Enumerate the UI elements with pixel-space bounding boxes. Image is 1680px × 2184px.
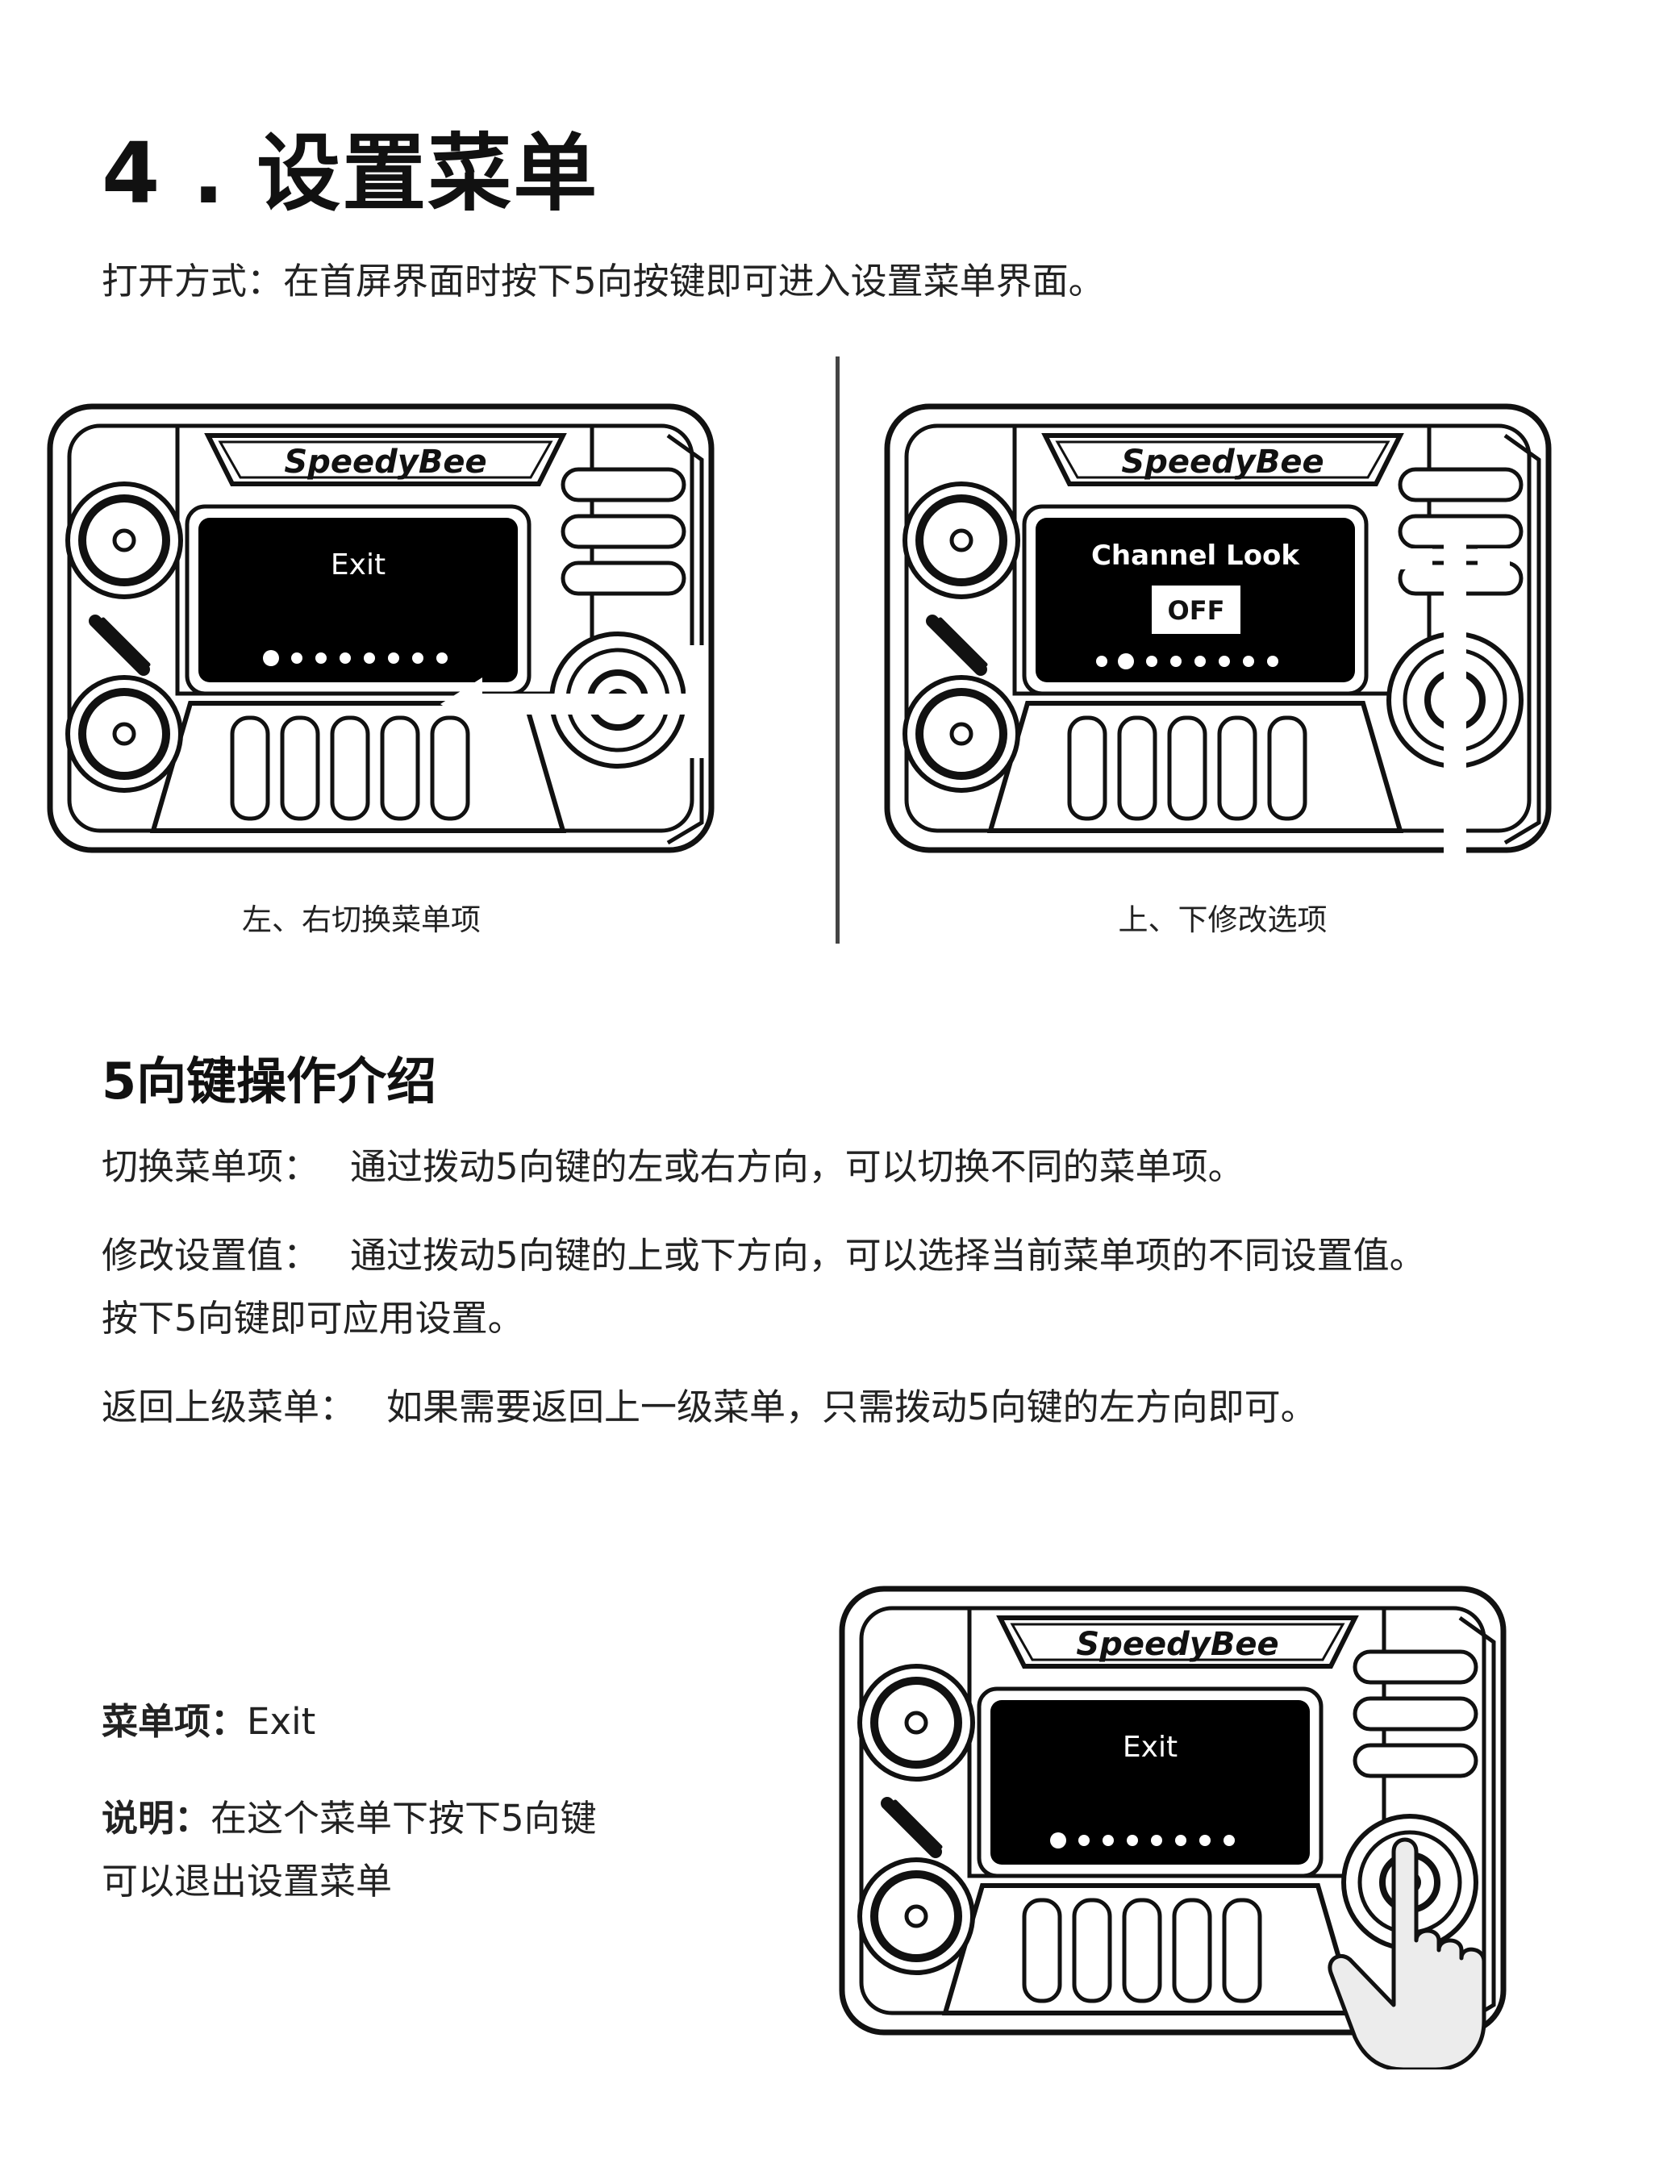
intro-text: 打开方式：在首屏界面时按下5向按键即可进入设置菜单界面。 bbox=[102, 260, 1105, 302]
screen-label: Exit bbox=[331, 548, 386, 581]
divider bbox=[836, 356, 840, 944]
menu-dots bbox=[1050, 1832, 1235, 1848]
screen-label: Channel Look bbox=[1091, 540, 1300, 572]
description-text: 在这个菜单下按下5向键 bbox=[211, 1797, 597, 1840]
caption-right: 上、下修改选项 bbox=[1118, 902, 1328, 937]
value-box bbox=[1152, 586, 1240, 634]
brand-logo: SpeedyBee bbox=[284, 444, 486, 481]
description-label: 说明： bbox=[102, 1797, 211, 1840]
description-line-2: 可以退出设置菜单 bbox=[102, 1860, 393, 1903]
description-line-1: 说明：在这个菜单下按下5向键 bbox=[102, 1787, 597, 1850]
instruction-apply: 按下5向键即可应用设置。 bbox=[102, 1297, 524, 1340]
instruction-switch-item: 切换菜单项： 通过拨动5向键的左或右方向，可以切换不同的菜单项。 bbox=[102, 1136, 1244, 1198]
device-illustration-right: SpeedyBee Channel Look OFF bbox=[884, 403, 1561, 863]
instruction-text: 如果需要返回上一级菜单，只需拨动5向键的左方向即可。 bbox=[386, 1386, 1317, 1428]
screen-value: OFF bbox=[1168, 595, 1225, 626]
menu-item-label: 菜单项： bbox=[102, 1700, 248, 1743]
instruction-label: 切换菜单项： bbox=[102, 1145, 320, 1188]
brand-logo: SpeedyBee bbox=[1121, 444, 1324, 481]
left-right-arrow-icon bbox=[440, 645, 708, 758]
section-title: 4 . 设置菜单 bbox=[102, 124, 599, 223]
device-illustration-left: SpeedyBee Exit bbox=[47, 403, 724, 863]
device-illustration-bottom: SpeedyBee Exit bbox=[839, 1586, 1516, 2069]
instruction-back: 返回上级菜单： 如果需要返回上一级菜单，只需拨动5向键的左方向即可。 bbox=[102, 1376, 1317, 1439]
menu-item-value: Exit bbox=[247, 1700, 316, 1743]
menu-dots bbox=[1096, 653, 1278, 669]
screen-label: Exit bbox=[1123, 1731, 1178, 1764]
instruction-label: 修改设置值： bbox=[102, 1234, 320, 1277]
finger-press-icon bbox=[1328, 1837, 1486, 2069]
instruction-label: 返回上级菜单： bbox=[102, 1386, 356, 1428]
caption-left: 左、右切换菜单项 bbox=[242, 902, 481, 937]
joystick-section-heading: 5向键操作介绍 bbox=[102, 1052, 437, 1111]
brand-logo: SpeedyBee bbox=[1076, 1626, 1278, 1663]
instruction-change-value: 修改设置值： 通过拨动5向键的上或下方向，可以选择当前菜单项的不同设置值。 bbox=[102, 1224, 1426, 1287]
instruction-text: 通过拨动5向键的左或右方向，可以切换不同的菜单项。 bbox=[350, 1145, 1244, 1188]
up-down-arrow-icon bbox=[1400, 540, 1510, 863]
menu-dots bbox=[263, 650, 448, 666]
menu-item-line: 菜单项：Exit bbox=[102, 1690, 315, 1753]
instruction-text: 通过拨动5向键的上或下方向，可以选择当前菜单项的不同设置值。 bbox=[350, 1234, 1426, 1277]
